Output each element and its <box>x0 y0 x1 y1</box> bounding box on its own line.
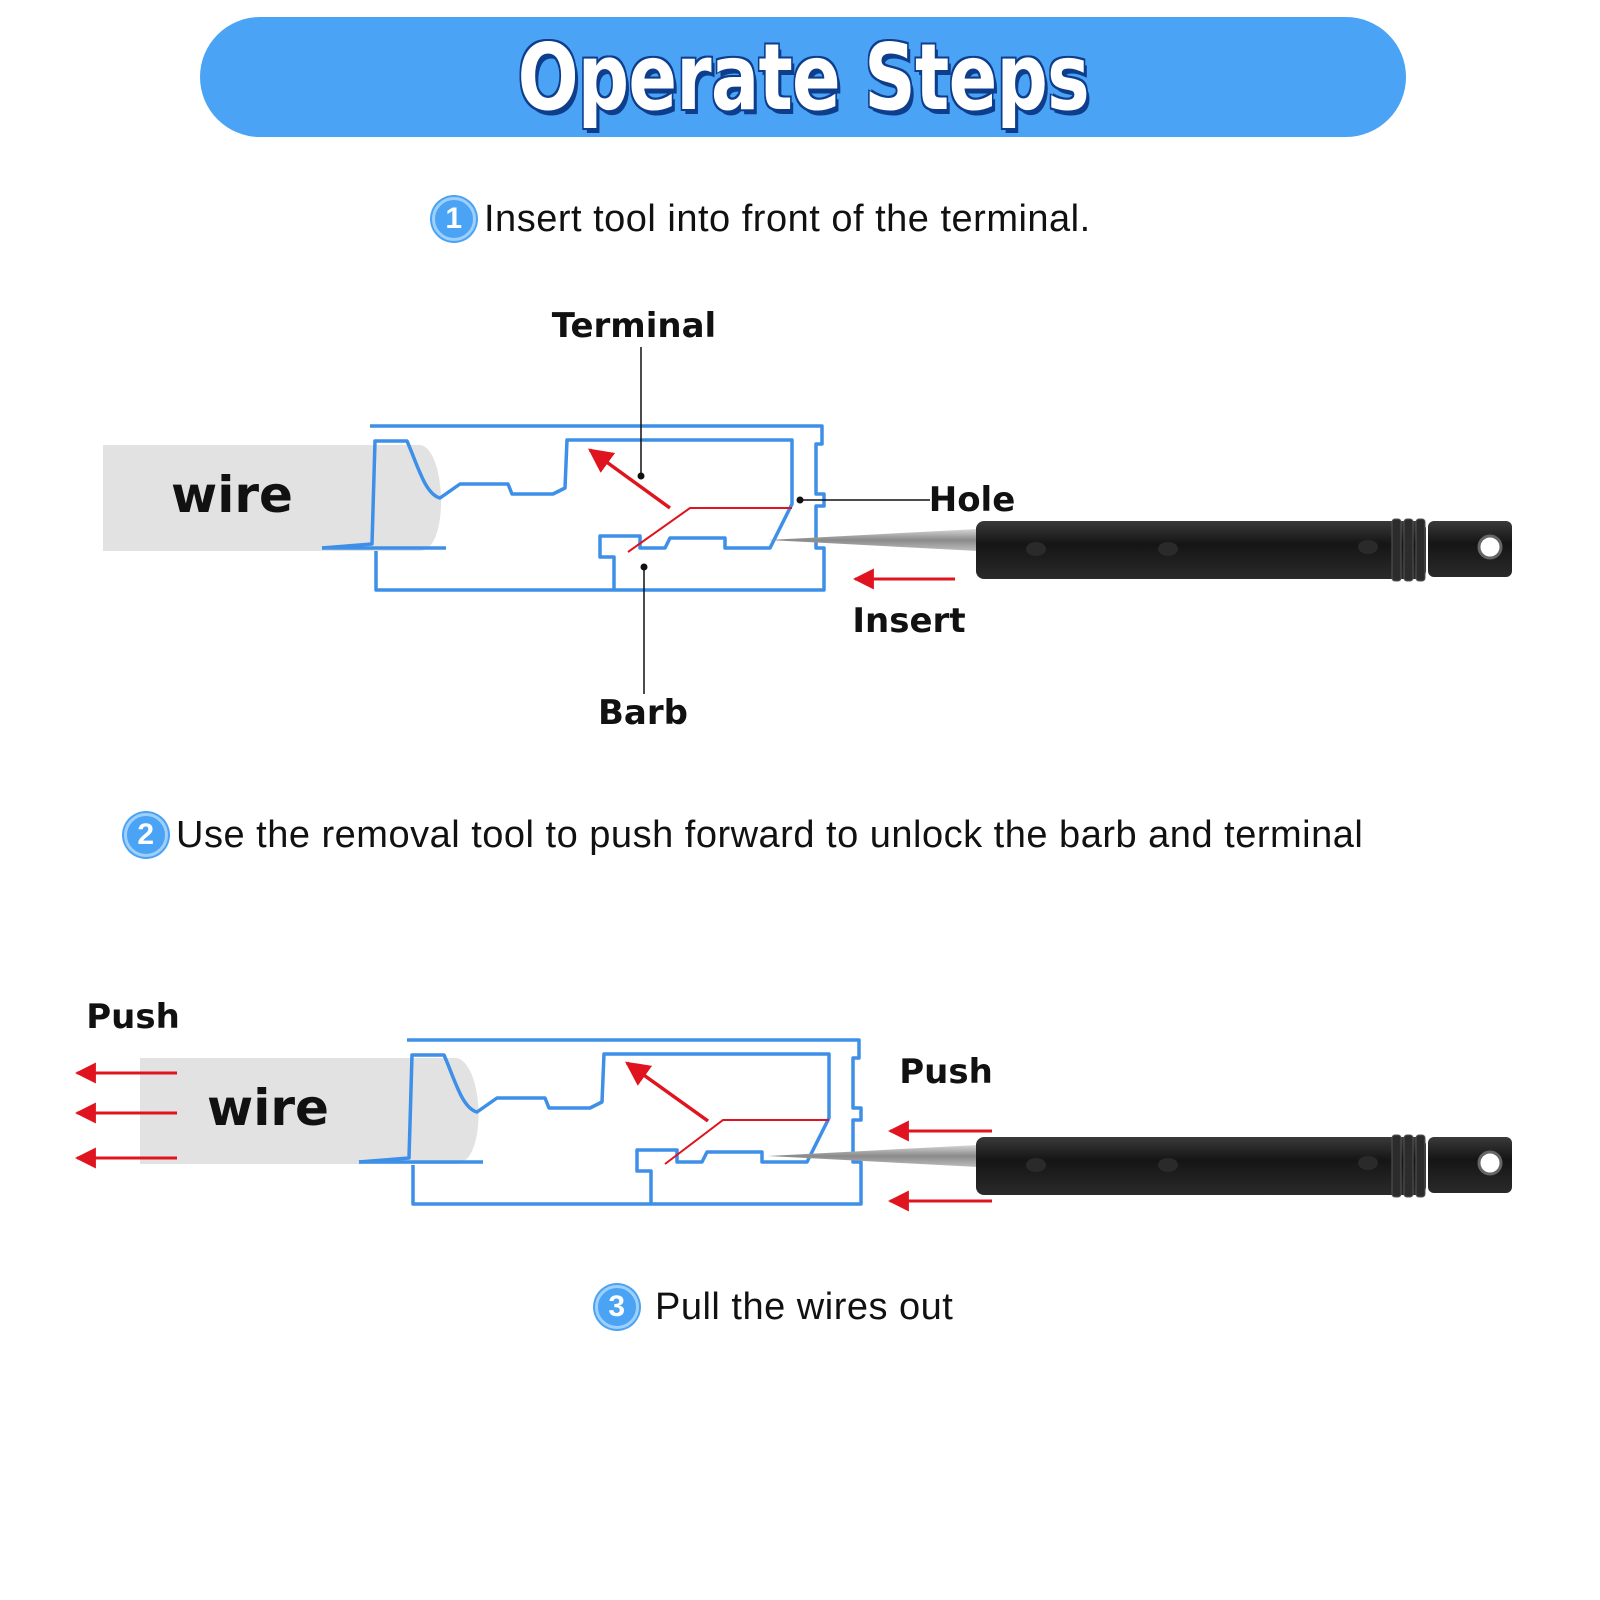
wire-body-1 <box>103 445 442 551</box>
terminal-arrow-2-icon <box>625 1061 710 1123</box>
insert-label: Insert <box>852 601 965 641</box>
removal-tool-2-icon <box>766 1133 1514 1199</box>
hole-label: Hole <box>929 480 1016 520</box>
wire-label-1: wire <box>171 466 293 524</box>
push-right-label: Push <box>899 1052 993 1092</box>
page-title: Operate Steps <box>517 23 1089 131</box>
step-2-badge-icon: 2 <box>124 813 168 857</box>
step-1-badge-icon: 1 <box>432 197 476 241</box>
step-3-badge-icon: 3 <box>595 1285 639 1329</box>
barb-line-2 <box>664 1119 829 1165</box>
terminal-arrow-icon <box>588 448 672 510</box>
removal-tool-icon <box>766 517 1514 583</box>
step-3-text: Pull the wires out <box>655 1285 954 1328</box>
step-1: 1 Insert tool into front of the terminal… <box>432 197 1091 241</box>
terminal-label: Terminal <box>552 306 716 346</box>
push-left-label: Push <box>86 997 180 1037</box>
wire-body-2 <box>140 1058 479 1164</box>
step-1-text: Insert tool into front of the terminal. <box>484 197 1091 240</box>
barb-label: Barb <box>598 693 688 733</box>
diagram-2: wire Push Push <box>74 997 1514 1212</box>
step-2: 2 Use the removal tool to push forward t… <box>124 813 1363 857</box>
diagram-1: wire Terminal Hole Barb Insert <box>103 306 1514 733</box>
barb-line-1 <box>627 507 792 553</box>
step-3: 3 Pull the wires out <box>595 1285 953 1329</box>
step-2-text: Use the removal tool to push forward to … <box>176 813 1364 856</box>
wire-label-2: wire <box>207 1079 329 1137</box>
title-banner: Operate Steps <box>200 17 1406 137</box>
